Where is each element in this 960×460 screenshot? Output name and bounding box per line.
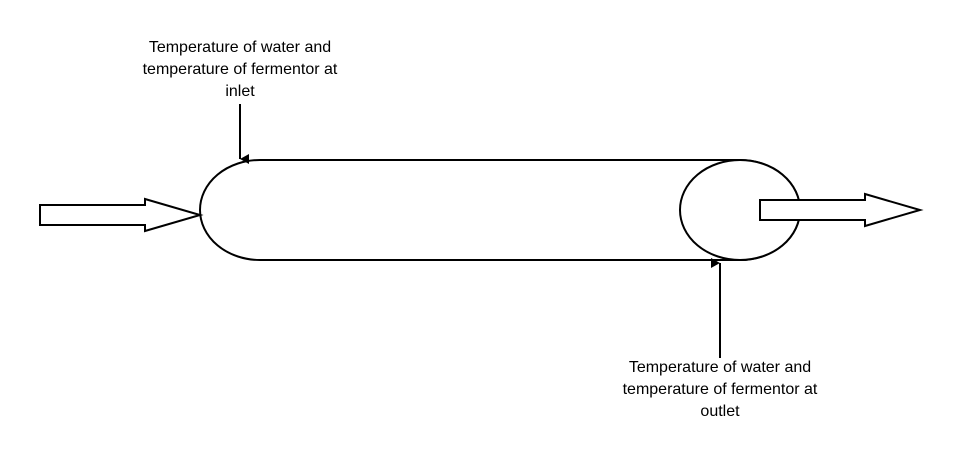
inlet-label-line-2: temperature of fermentor at bbox=[142, 61, 338, 78]
inlet-label-line-1: Temperature of water and bbox=[148, 39, 332, 56]
outlet-temperature-label: Temperature of water and temperature of … bbox=[600, 357, 840, 423]
outlet-flow-arrow bbox=[759, 192, 924, 228]
outlet-label-line-3: outlet bbox=[700, 403, 740, 420]
inlet-flow-arrow bbox=[39, 197, 204, 233]
inlet-label-line-3: inlet bbox=[225, 83, 255, 100]
inlet-temperature-label: Temperature of water and temperature of … bbox=[120, 37, 360, 103]
outlet-label-line-2: temperature of fermentor at bbox=[622, 381, 818, 398]
outlet-label-line-1: Temperature of water and bbox=[628, 359, 812, 376]
